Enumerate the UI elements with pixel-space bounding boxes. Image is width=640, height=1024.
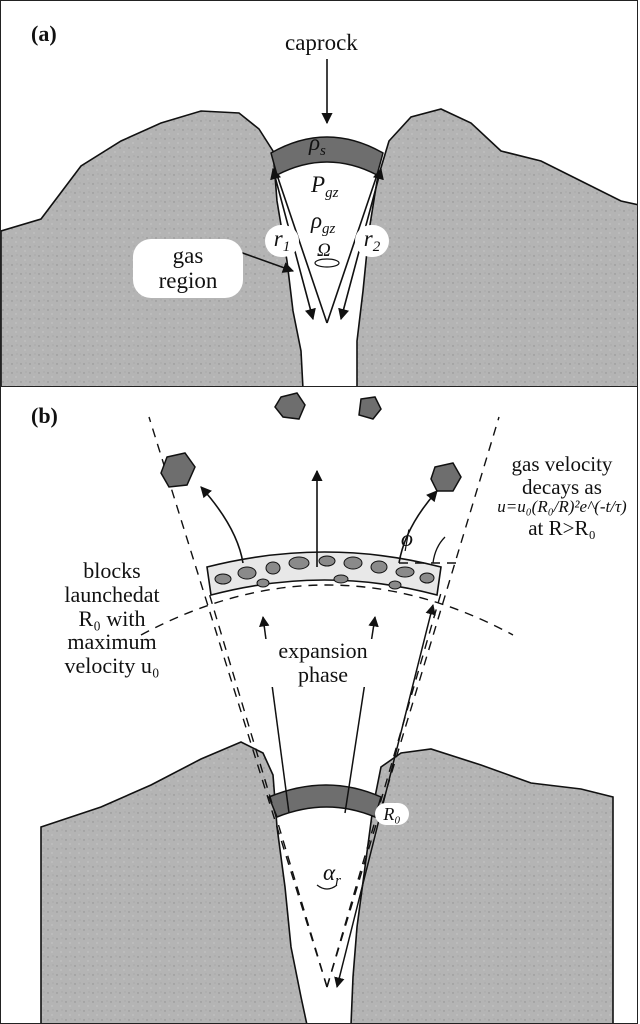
right-rock [357,109,638,388]
block-1 [275,393,305,419]
block-2 [359,397,381,419]
gas-region-label: gas region [133,239,243,298]
phi-label: ϕ [401,527,413,550]
omega-label: Ω [317,241,331,260]
panel-b: (b) gas velocity decays as u=u₀(R₀/R)²e^… [0,386,638,1024]
rho-s-label: ρs [309,131,326,159]
panel-a-label: (a) [31,23,57,45]
left-rock-b [41,742,307,1024]
r1-label: r1 [265,225,299,257]
panel-b-label: (b) [31,405,58,427]
block-3 [161,453,195,487]
rho-gz-label: ρgz [311,209,335,237]
caprock-label: caprock [285,31,358,54]
blocks-label: blocks launchedat R₀ with maximum veloci… [41,559,183,678]
r2-label: r2 [355,225,389,257]
block-4 [431,463,461,491]
panel-a: (a) caprock ρs Pgz ρgz Ω r1 r2 gas regio… [0,0,638,388]
alpha-label: αr [323,861,341,889]
right-rock-b [351,749,613,1024]
caprock-arc [271,137,383,175]
gas-velocity-label: gas velocity decays as u=u₀(R₀/R)²e^(-t/… [485,453,638,539]
expansion-phase-label: expansion phase [263,639,383,687]
p-gz-label: Pgz [311,173,338,201]
r0-label: R₀ [375,803,409,825]
